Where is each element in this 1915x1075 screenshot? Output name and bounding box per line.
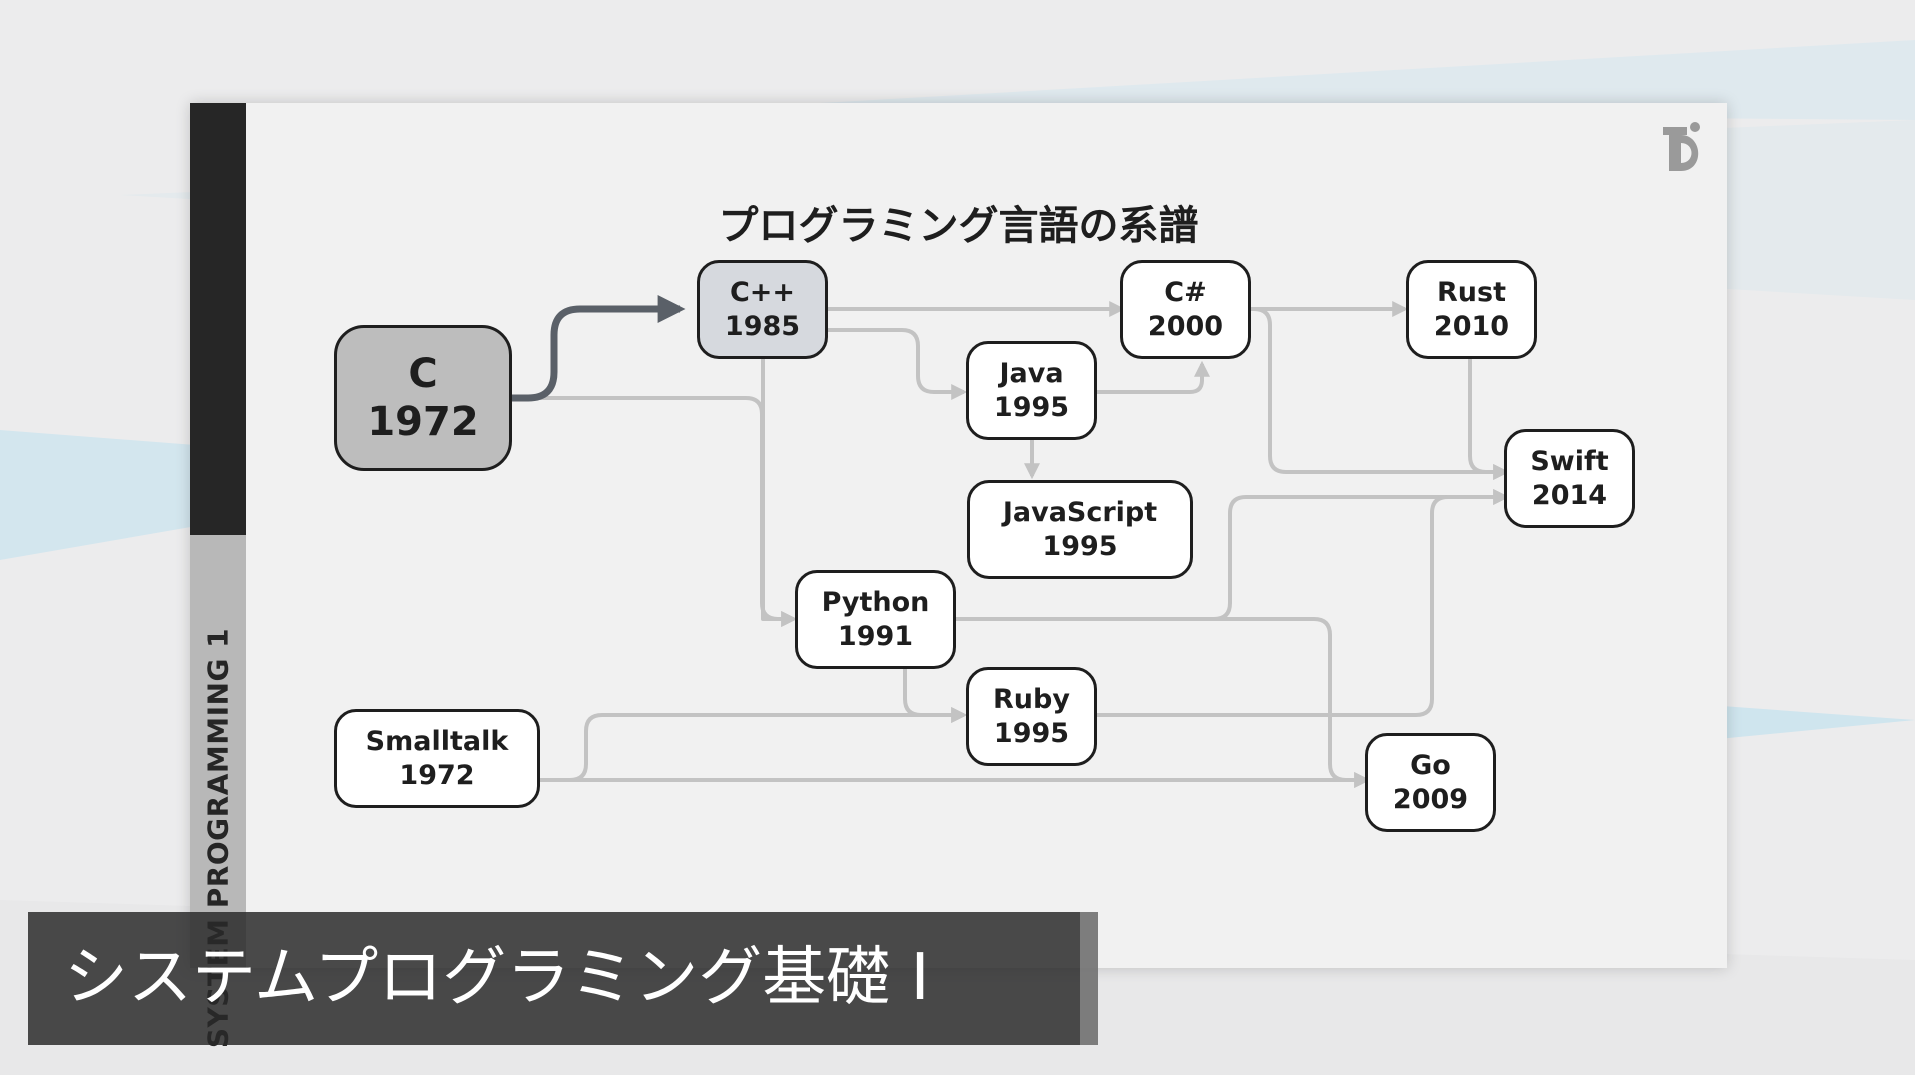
node-ruby-name: Ruby [993, 683, 1070, 715]
node-smalltalk: Smalltalk 1972 [334, 709, 540, 808]
edge-python-ruby [903, 668, 968, 723]
node-javascript: JavaScript 1995 [967, 480, 1193, 579]
caption-bar: システムプログラミング基礎 I [28, 912, 1098, 1045]
node-python-year: 1991 [837, 620, 914, 652]
edge-ruby-swift [1097, 489, 1510, 717]
lineage-diagram [510, 295, 1510, 788]
edge-smalltalk-ruby [539, 707, 968, 782]
node-swift: Swift 2014 [1504, 429, 1635, 528]
node-ruby: Ruby 1995 [966, 667, 1097, 766]
side-bar-dark [190, 103, 246, 535]
node-java-year: 1995 [993, 391, 1070, 423]
node-csharp-name: C# [1164, 276, 1207, 308]
node-python-name: Python [821, 586, 930, 618]
node-c-year: 1972 [367, 399, 479, 445]
node-java-name: Java [999, 357, 1064, 389]
caption-text: システムプログラミング基礎 I [64, 941, 930, 1015]
edge-java-csharp [1097, 360, 1210, 394]
edge-cpp-python [761, 358, 798, 627]
edge-cpp-java [828, 328, 968, 400]
node-python: Python 1991 [795, 570, 956, 669]
edge-rust-swift [1468, 358, 1510, 480]
diagram-title: プログラミング言語の系譜 [718, 203, 1199, 249]
logo-icon [1663, 122, 1700, 171]
node-javascript-year: 1995 [1042, 530, 1118, 562]
node-swift-year: 2014 [1531, 479, 1608, 511]
node-go-name: Go [1410, 749, 1451, 781]
node-rust-name: Rust [1437, 276, 1506, 308]
node-c: C 1972 [334, 325, 512, 471]
slide: SYSTEM PROGRAMMING 1 プログラミング言語の系譜 [190, 103, 1727, 1048]
node-go-year: 2009 [1392, 783, 1469, 815]
node-c-name: C [408, 351, 438, 397]
node-smalltalk-name: Smalltalk [365, 725, 509, 757]
edge-c-cpp [510, 295, 686, 402]
node-rust: Rust 2010 [1406, 260, 1537, 359]
node-csharp-year: 2000 [1147, 310, 1224, 342]
edge-csharp-swift [1250, 307, 1510, 480]
node-cpp-year: 1985 [724, 310, 801, 342]
node-swift-name: Swift [1530, 445, 1609, 477]
node-ruby-year: 1995 [993, 717, 1070, 749]
edge-c-python [510, 396, 798, 627]
node-cpp: C++ 1985 [697, 260, 828, 359]
side-bar-gray [190, 535, 246, 968]
node-rust-year: 2010 [1433, 310, 1510, 342]
node-java: Java 1995 [966, 341, 1097, 440]
node-csharp: C# 2000 [1120, 260, 1251, 359]
node-javascript-name: JavaScript [1002, 496, 1158, 528]
node-smalltalk-year: 1972 [399, 759, 475, 791]
node-cpp-name: C++ [729, 276, 796, 308]
node-go: Go 2009 [1365, 733, 1496, 832]
